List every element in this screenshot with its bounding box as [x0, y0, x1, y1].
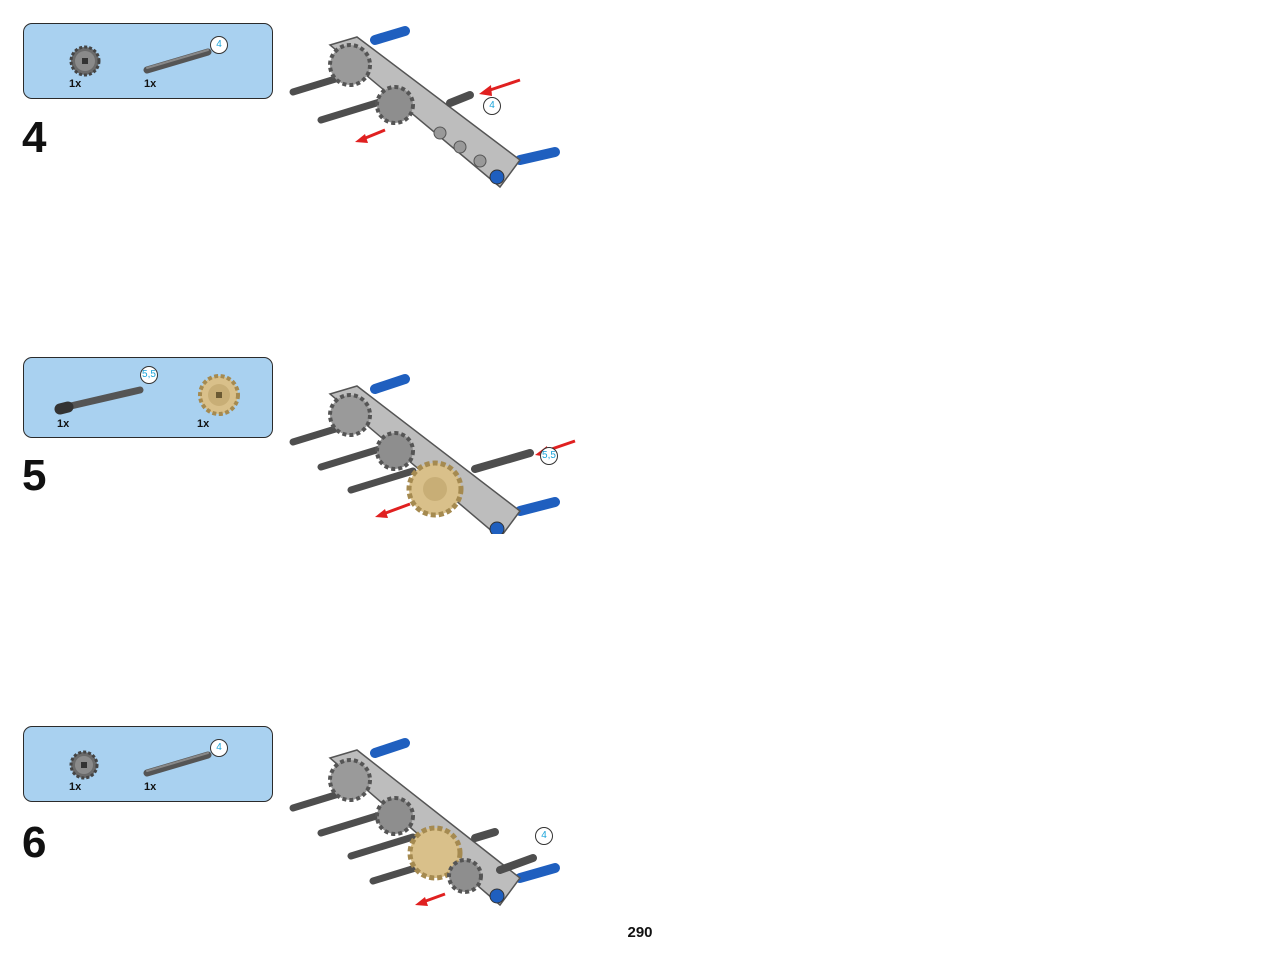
blue-pin [370, 374, 410, 394]
parts-callout: 1x 4 1x [23, 23, 273, 99]
axle-new [471, 449, 534, 473]
gear-12 [375, 796, 415, 836]
axle-new [446, 91, 474, 107]
assembly-illustration [289, 738, 560, 907]
axle-new [496, 854, 537, 874]
axle-icon [143, 48, 212, 74]
axle-length-badge: 4 [210, 739, 228, 757]
axle [471, 828, 499, 842]
liftarm-beam [328, 36, 522, 189]
part-qty: 1x [57, 418, 70, 430]
insert-arrow [422, 892, 446, 904]
page-number: 290 [627, 924, 653, 941]
gear-12 [328, 43, 372, 87]
assembly-illustration [289, 374, 576, 534]
callout-length-badge: 5,5 [540, 447, 558, 465]
axle-length-badge: 5,5 [140, 366, 158, 384]
callout-length-badge: 4 [535, 827, 553, 845]
callout-length-badge: 4 [483, 97, 501, 115]
gear-12 [328, 758, 372, 802]
insert-arrow [382, 502, 411, 516]
axle [347, 833, 417, 860]
step-number: 5 [22, 451, 47, 500]
blue-pin [370, 26, 410, 45]
gear-12 [375, 431, 415, 471]
gear-20-tan-icon [198, 374, 240, 416]
gear-12-new [447, 858, 483, 894]
parts-callout: 1x 4 1x [23, 726, 273, 802]
axle [347, 467, 417, 494]
axle [317, 810, 387, 837]
part-qty: 1x [144, 78, 157, 90]
gear-12 [328, 393, 372, 437]
step-number: 6 [22, 818, 47, 867]
part-qty: 1x [197, 418, 210, 430]
insert-arrow [362, 128, 386, 141]
blue-pin [515, 863, 560, 883]
blue-pin [370, 738, 410, 758]
step-number: 4 [22, 113, 47, 162]
part-qty: 1x [144, 781, 157, 793]
insert-arrow [486, 78, 521, 93]
axle-icon [143, 751, 212, 777]
gear-12-icon [69, 45, 101, 77]
assembly-illustration [289, 26, 560, 189]
part-qty: 1x [69, 78, 82, 90]
blue-pin [515, 497, 560, 516]
axle-length-badge: 4 [210, 36, 228, 54]
gear-12 [375, 85, 415, 125]
gear-20-tan [407, 825, 463, 881]
axle [317, 444, 387, 471]
gear-12-icon [69, 750, 99, 780]
axle [317, 97, 387, 124]
parts-callout: 5,5 1x 1x [23, 357, 273, 438]
axle-with-stop-icon [54, 386, 144, 415]
part-qty: 1x [69, 781, 82, 793]
blue-pin [515, 147, 560, 165]
